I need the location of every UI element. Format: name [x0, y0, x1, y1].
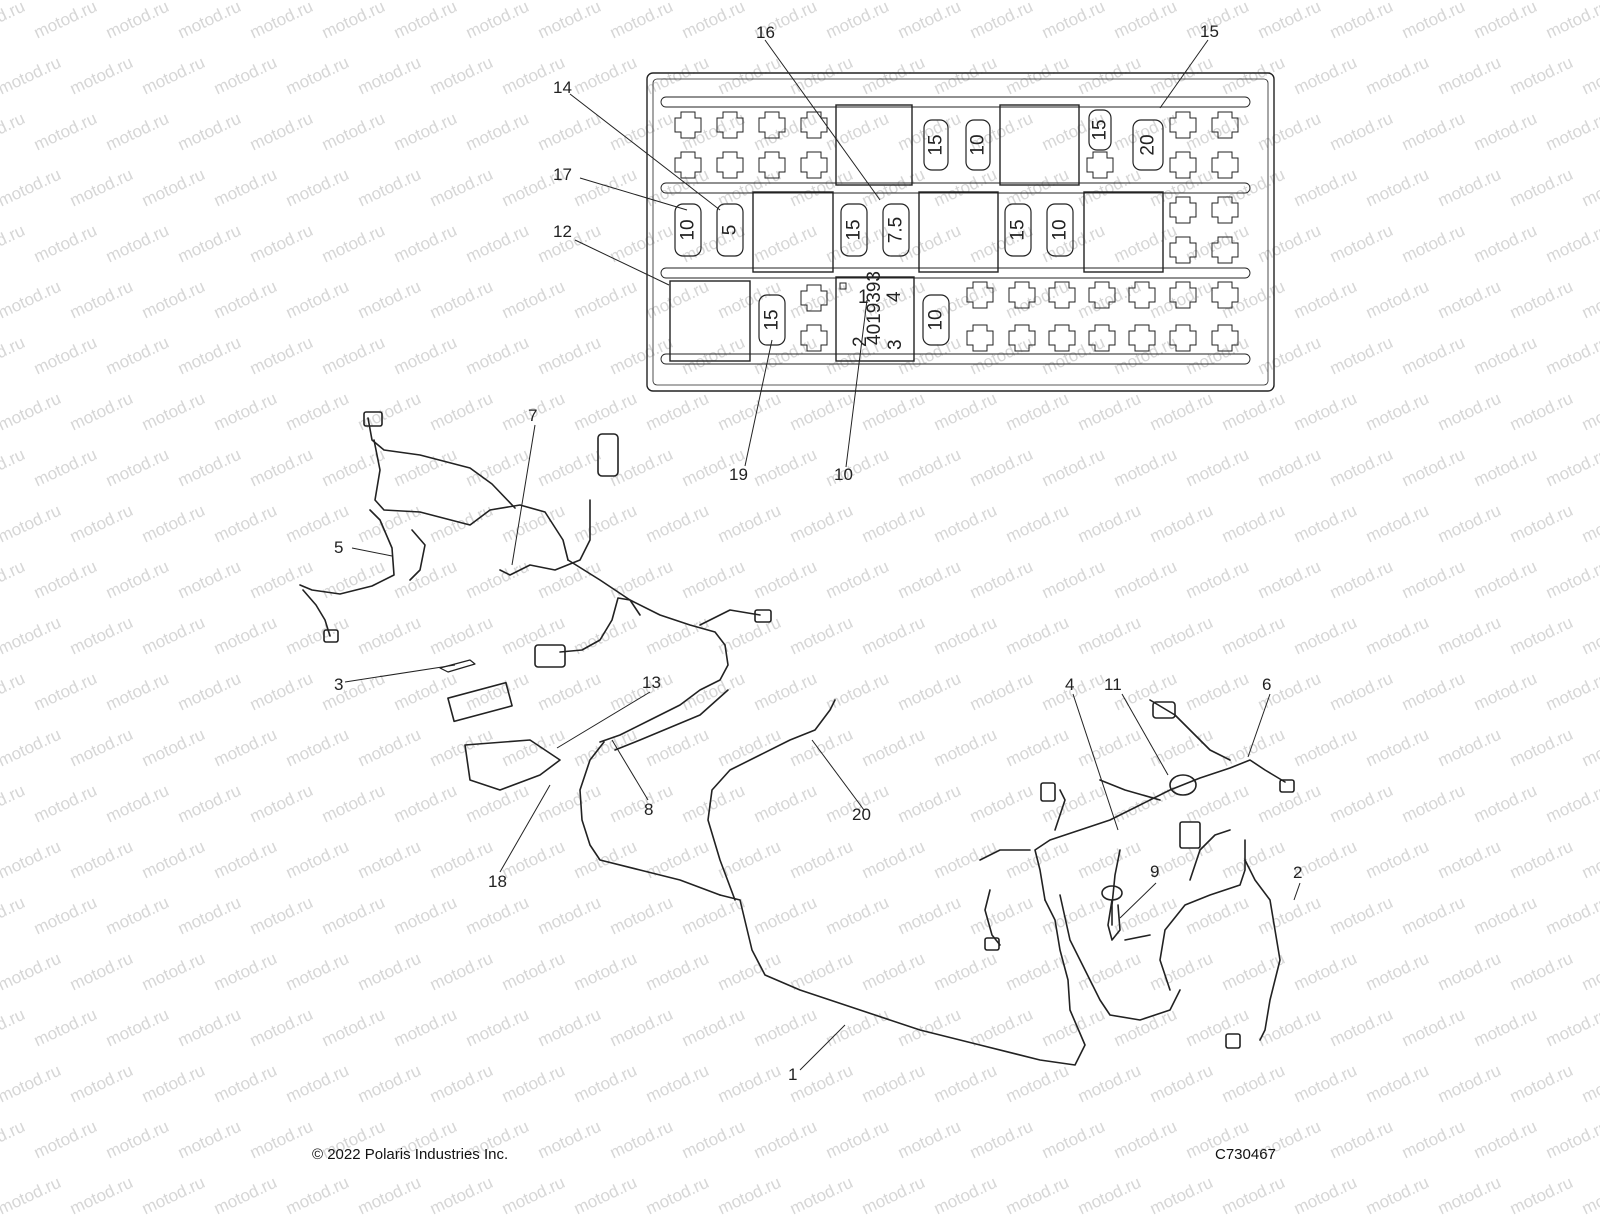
fuse-slot: [966, 281, 994, 309]
fuse-f20: [1132, 119, 1164, 171]
relay-socket: [835, 104, 913, 186]
relay-socket: [918, 191, 999, 273]
callout-18: 18: [488, 872, 507, 891]
fuse-slot: [800, 111, 828, 139]
fuse-rating-label: 10: [678, 219, 699, 240]
callout-8: 8: [644, 800, 653, 819]
fuse-rating-label: 5: [720, 225, 741, 236]
fuse-box: [646, 72, 1275, 392]
fuse-slot: [800, 151, 828, 179]
fuse-slot: [1048, 324, 1076, 352]
fuse-f15e: [758, 294, 786, 346]
fuse-rating-label: 20: [1138, 134, 1159, 155]
relay-socket: [999, 104, 1080, 186]
relay-socket: [752, 191, 834, 273]
callout-1: 1: [788, 1065, 797, 1084]
relay-label-text: 1 4 2 3 4019393: [839, 271, 906, 350]
fuse-f15b: [1088, 109, 1112, 151]
callout-10: 10: [834, 465, 853, 484]
fuse-slot: [1169, 111, 1197, 139]
callout-14: 14: [553, 78, 572, 97]
fuse-slot: [1048, 281, 1076, 309]
fuse-f10d: [922, 294, 950, 346]
fuse-slot: [1088, 281, 1116, 309]
callout-labels: 1 2 3 4 5 6 7 8 9 10 11 12 13 14 15 16 1…: [334, 22, 1302, 1084]
leader-lines: [344, 39, 1301, 1071]
fuse-rating-label: 15: [1090, 119, 1111, 140]
fuse-f5: [716, 203, 744, 257]
fuse-slot: [1211, 111, 1239, 139]
fuse-slot: [1008, 281, 1036, 309]
fuse-slot: [800, 324, 828, 352]
callout-2: 2: [1293, 863, 1302, 882]
fuse-slot: [674, 151, 702, 179]
pin-3-label: 3: [885, 339, 906, 350]
fuse-f15c: [840, 203, 868, 257]
fuse-rating-label: 10: [1050, 219, 1071, 240]
fuse-f10b: [674, 203, 702, 257]
callout-12: 12: [553, 222, 572, 241]
fuse-slot: [716, 151, 744, 179]
fuse-slot: [1211, 196, 1239, 224]
fuse-f75: [882, 203, 910, 257]
fuse-slot: [1169, 196, 1197, 224]
callout-17: 17: [553, 165, 572, 184]
callout-20: 20: [852, 805, 871, 824]
pin-2-label: 2: [850, 336, 871, 347]
fuse-holder-part: [447, 681, 513, 723]
part-number-label: 4019393: [864, 271, 885, 345]
callout-13: 13: [642, 673, 661, 692]
fuse-slot: [1169, 281, 1197, 309]
fuse-slot: [1211, 281, 1239, 309]
fuse-slot: [966, 324, 994, 352]
callout-11: 11: [1104, 675, 1122, 694]
fuse-rating-label: 15: [1008, 219, 1029, 240]
callout-16: 16: [756, 23, 775, 42]
fuse-slot: [1211, 324, 1239, 352]
fuse-rating-label: 10: [926, 309, 947, 330]
fuse-slot: [1211, 236, 1239, 264]
pin-4-label: 4: [884, 291, 905, 302]
relay-socket: [669, 280, 751, 362]
callout-15: 15: [1200, 22, 1219, 41]
callout-5: 5: [334, 538, 343, 557]
fuse-slot: [1086, 151, 1114, 179]
copyright-text: © 2022 Polaris Industries Inc.: [312, 1146, 509, 1163]
fuse-slot: [1169, 236, 1197, 264]
wiring-harness: [299, 411, 1295, 1066]
fuse-f10a: [965, 119, 991, 171]
fuse-slot: [758, 151, 786, 179]
callout-6: 6: [1262, 675, 1271, 694]
fuse-f15d: [1004, 203, 1032, 257]
callout-4: 4: [1065, 675, 1074, 694]
fuse-slot: [1128, 324, 1156, 352]
callout-9: 9: [1150, 862, 1159, 881]
fuse-slot: [1128, 281, 1156, 309]
fuse-rating-label: 15: [762, 309, 783, 330]
fuse-slot: [674, 111, 702, 139]
diagram-code: C730467: [1215, 1146, 1276, 1163]
fuse-f10c: [1046, 203, 1074, 257]
relay-socket: [1083, 191, 1164, 273]
fuse-slot: [1008, 324, 1036, 352]
fuse-slot: [1088, 324, 1116, 352]
fuse-slot: [800, 284, 828, 312]
fuse-rating-label: 15: [844, 219, 865, 240]
fuse-slot: [758, 111, 786, 139]
pin-1-label: 1: [858, 287, 869, 308]
fuse-slot: [1169, 324, 1197, 352]
fuse-slot: [1169, 151, 1197, 179]
fuse-f15a: [923, 119, 949, 171]
fuse-rating-label: 7.5: [886, 217, 907, 243]
fuse-slot: [1211, 151, 1239, 179]
callout-3: 3: [334, 675, 343, 694]
relay-label-block: [835, 276, 915, 362]
callout-19: 19: [729, 465, 748, 484]
callout-7: 7: [528, 406, 537, 425]
fuse-rating-label: 15: [926, 134, 947, 155]
fuse-rating-label: 10: [968, 134, 989, 155]
fuse-slot: [716, 111, 744, 139]
